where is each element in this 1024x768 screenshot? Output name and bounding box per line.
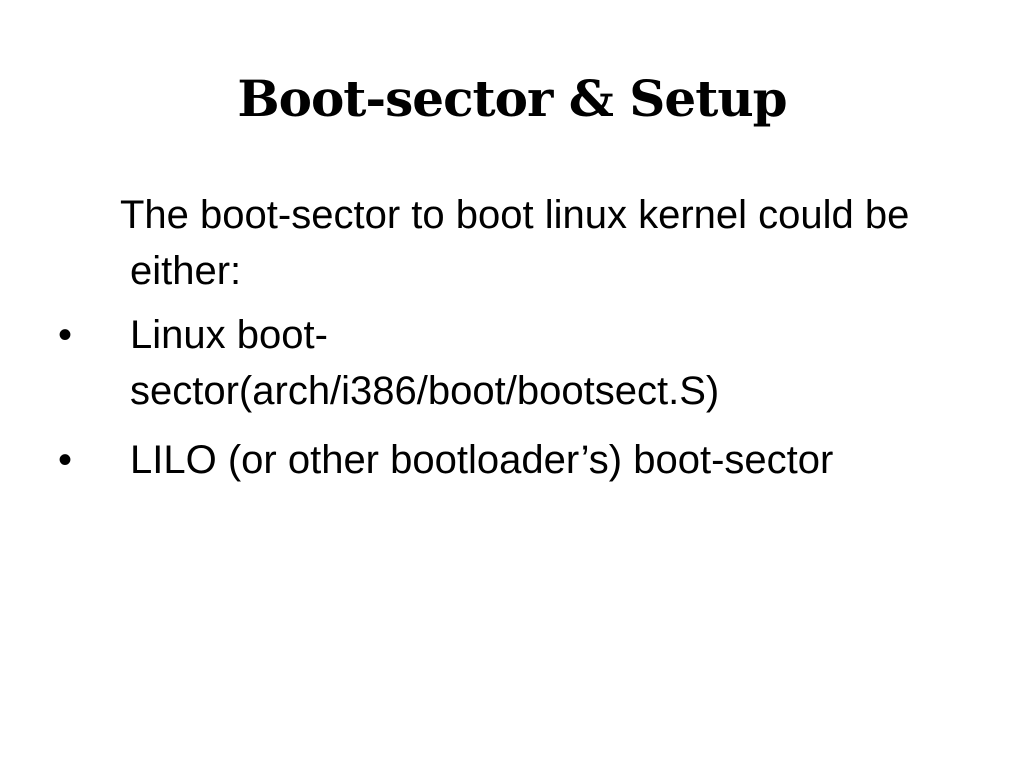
- bullet-text-line: LILO (or other bootloader’s) boot-sector: [130, 438, 834, 482]
- bullet-list: • Linux boot- sector(arch/i386/boot/boot…: [0, 307, 1024, 501]
- bullet-text-line: sector(arch/i386/boot/bootsect.S): [130, 369, 720, 413]
- bullet-item-linux-bootsector: • Linux boot- sector(arch/i386/boot/boot…: [0, 307, 930, 419]
- bullet-icon: •: [58, 438, 73, 482]
- slide-title: Boot-sector & Setup: [237, 69, 787, 128]
- intro-paragraph: The boot-sector to boot linux kernel cou…: [120, 193, 910, 293]
- bullet-item-lilo-bootsector: • LILO (or other bootloader’s) boot-sect…: [0, 432, 930, 488]
- bullet-text-line: Linux boot-: [130, 313, 328, 357]
- bullet-icon: •: [58, 313, 73, 357]
